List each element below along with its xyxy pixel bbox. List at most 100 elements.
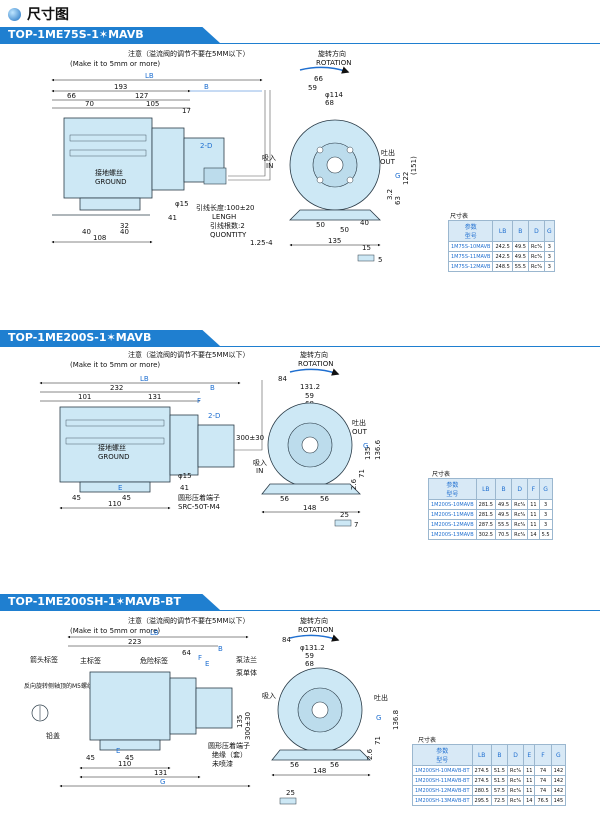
table-cell: 11 — [527, 509, 540, 520]
table-header-cell: D — [506, 744, 525, 766]
svg-text:QUONTITY: QUONTITY — [210, 231, 247, 239]
table-cell: 3 — [544, 241, 555, 252]
svg-text:吐出: 吐出 — [352, 418, 366, 427]
svg-text:110: 110 — [118, 760, 131, 768]
table-header-cell: B — [490, 744, 508, 766]
svg-text:15: 15 — [362, 244, 371, 252]
table-cell: 242.5 — [492, 251, 513, 262]
svg-text:G: G — [160, 778, 165, 786]
table-cell: Rc³⁄₈ — [506, 785, 525, 796]
table-cell: 1M200S-11MAVB — [428, 509, 477, 520]
table-header-cell: G — [538, 478, 553, 500]
svg-text:吸入: 吸入 — [262, 692, 276, 700]
svg-text:108: 108 — [93, 234, 106, 242]
s1-note-en: (Make it to 5mm or more) — [70, 60, 160, 68]
table-cell: 281.5 — [475, 509, 496, 520]
table-header-cell: F — [534, 744, 552, 766]
table-cell: Rc³⁄₈ — [506, 765, 525, 776]
svg-text:300±30: 300±30 — [236, 434, 264, 442]
svg-text:ROTATION: ROTATION — [298, 360, 333, 368]
table-header-cell: LB — [471, 744, 492, 766]
svg-text:17: 17 — [182, 107, 191, 115]
svg-text:68: 68 — [305, 660, 314, 668]
s3-motor-body — [89, 671, 171, 741]
svg-text:注意（溢流阀的调节不要在5MM以下）: 注意（溢流阀的调节不要在5MM以下） — [128, 350, 250, 359]
section-1-rule — [0, 43, 600, 44]
svg-text:圆形压着端子: 圆形压着端子 — [178, 493, 220, 502]
svg-text:圆形压着端子: 圆形压着端子 — [208, 741, 250, 750]
section-1-drawing: 注意（溢流阀的调节不要在5MM以下） (Make it to 5mm or mo… — [51, 49, 418, 264]
table-cell: Rc³⁄₈ — [511, 519, 529, 530]
svg-text:φ114: φ114 — [325, 91, 344, 99]
svg-text:136.8: 136.8 — [392, 710, 400, 730]
svg-text:危险标签: 危险标签 — [140, 656, 168, 665]
section-2-rule — [0, 346, 600, 347]
table-cell: 274.5 — [471, 775, 492, 786]
table-header-cell: B — [511, 220, 529, 242]
svg-text:(Make it to 5mm or more): (Make it to 5mm or more) — [70, 627, 160, 635]
svg-text:泵单体: 泵单体 — [236, 668, 257, 677]
table-cell: 1M200S-10MAVB — [428, 499, 477, 510]
svg-text:68: 68 — [325, 99, 334, 107]
table-cell: 3 — [544, 251, 555, 262]
table-cell: 1M200S-12MAVB — [428, 519, 477, 530]
svg-text:25: 25 — [286, 789, 295, 797]
s3-table-caption: 尺寸表 — [418, 737, 437, 744]
s1-note: 注意（溢流阀的调节不要在5MM以下） — [128, 49, 250, 58]
svg-text:E: E — [118, 484, 122, 492]
svg-text:B: B — [210, 384, 215, 392]
table-cell: 51.5 — [490, 765, 508, 776]
table-cell: 57.5 — [490, 785, 508, 796]
table-cell: 76.5 — [534, 795, 552, 806]
s1-motor-body — [63, 117, 153, 199]
svg-text:135: 135 — [364, 447, 372, 460]
svg-text:吐出: 吐出 — [374, 693, 388, 702]
table-cell: 14 — [523, 795, 536, 806]
svg-text:59: 59 — [305, 652, 314, 660]
table-header-cell: D — [511, 478, 529, 500]
svg-text:41: 41 — [168, 214, 177, 222]
svg-text:59: 59 — [308, 84, 317, 92]
svg-text:吸入: 吸入 — [262, 154, 276, 162]
table-cell: 1M200SH-11MAVB-BT — [412, 775, 473, 786]
svg-text:56: 56 — [330, 761, 339, 769]
svg-text:旋转方向: 旋转方向 — [300, 350, 328, 359]
svg-text:40: 40 — [360, 219, 369, 227]
svg-text:122: 122 — [402, 172, 410, 185]
svg-text:5: 5 — [378, 256, 382, 264]
svg-text:101: 101 — [78, 393, 91, 401]
table-cell: 74 — [534, 785, 552, 796]
svg-text:131: 131 — [148, 393, 161, 401]
table-cell: 3 — [538, 509, 553, 520]
svg-text:OUT: OUT — [352, 428, 368, 436]
table-cell: Rc³⁄₈ — [511, 499, 529, 510]
svg-text:40: 40 — [120, 228, 129, 236]
table-cell: 74 — [534, 765, 552, 776]
svg-text:45: 45 — [122, 494, 131, 502]
table-cell: 142 — [550, 785, 567, 796]
svg-text:32: 32 — [120, 222, 129, 230]
s1-rotation-en: ROTATION — [316, 59, 351, 67]
table-header-cell: G — [550, 744, 567, 766]
svg-text:63: 63 — [394, 196, 402, 205]
table-cell: 3 — [538, 519, 553, 530]
table-cell: 14 — [527, 529, 540, 540]
s2-pump-block — [197, 424, 235, 468]
table-cell: 145 — [550, 795, 567, 806]
svg-text:56: 56 — [280, 495, 289, 503]
table-header-cell: LB — [492, 220, 513, 242]
svg-text:E: E — [205, 660, 209, 668]
table-cell: 3 — [544, 261, 555, 272]
table-cell: 11 — [527, 499, 540, 510]
svg-text:箭头标签: 箭头标签 — [30, 655, 58, 664]
s1-table-caption: 尺寸表 — [450, 213, 469, 220]
section-1-title: TOP-1ME75S-1✶MAVB — [0, 27, 220, 43]
svg-text:66: 66 — [314, 75, 323, 83]
